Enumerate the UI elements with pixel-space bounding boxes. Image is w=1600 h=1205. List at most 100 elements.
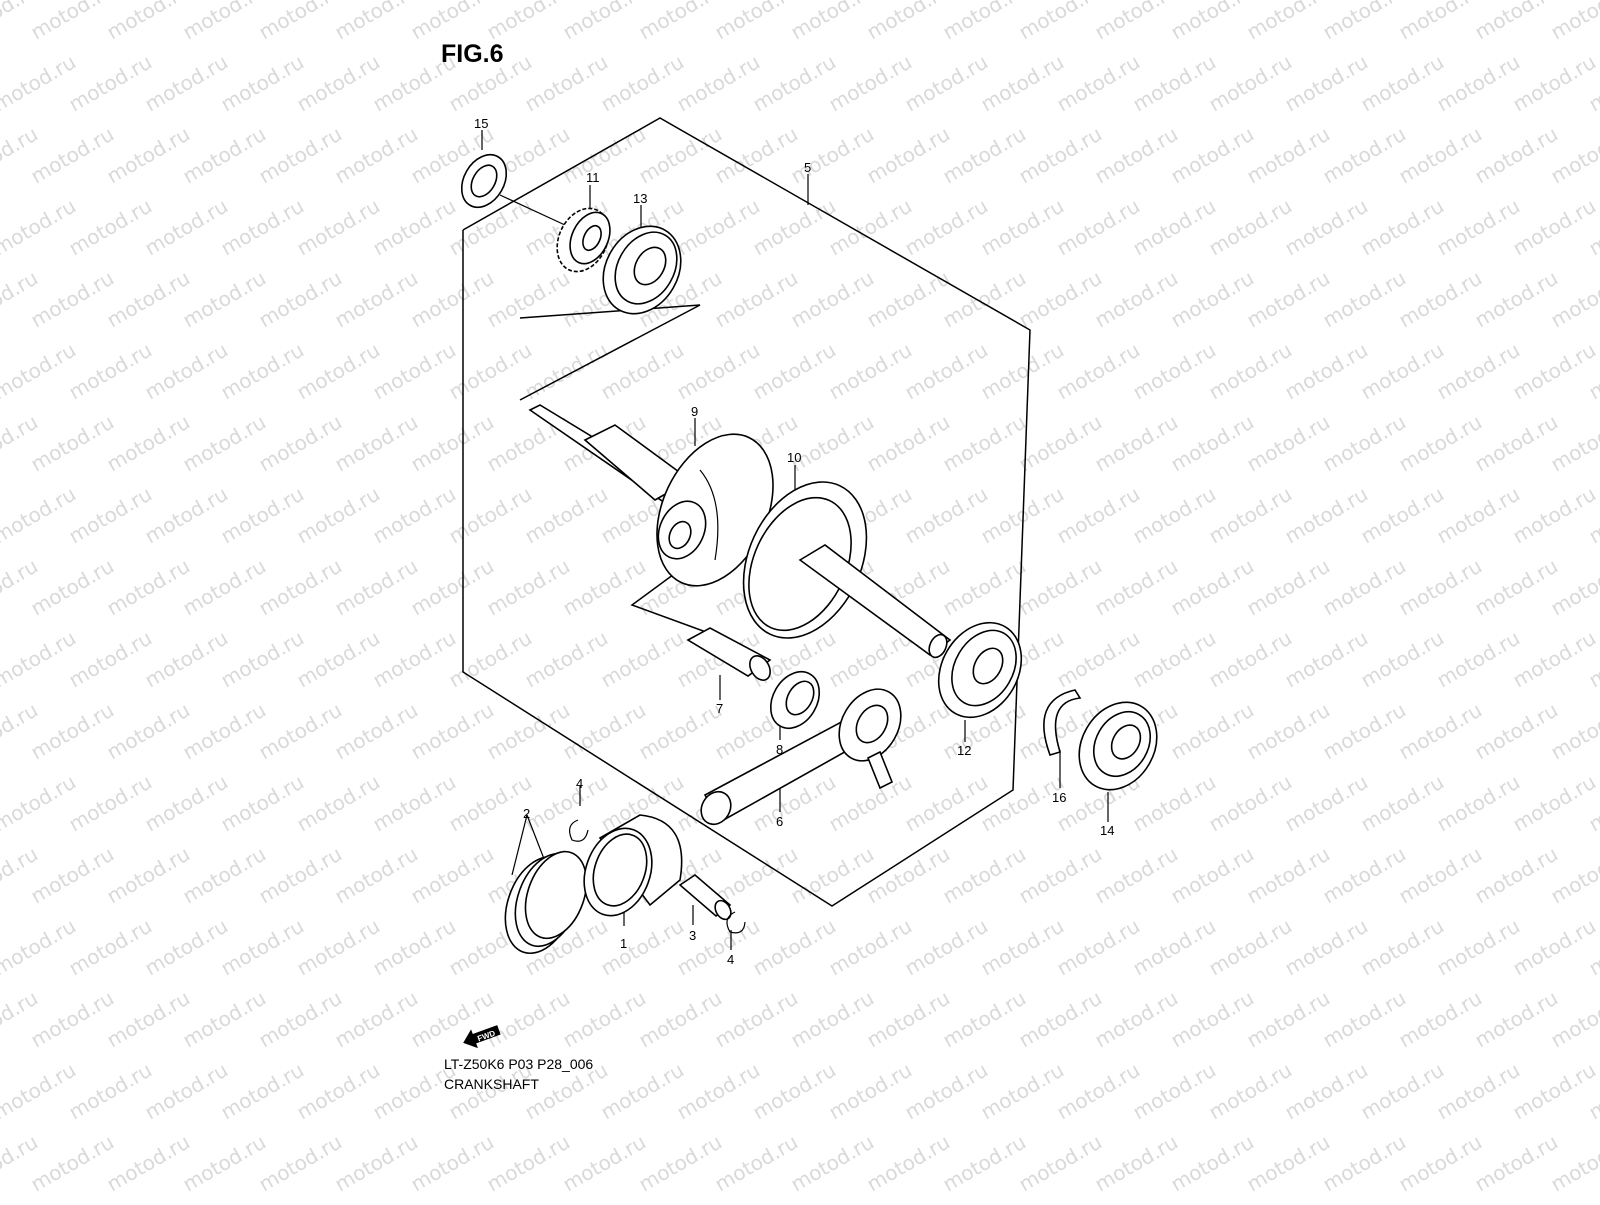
watermark-text: motod.ru <box>331 410 422 477</box>
watermark-text: motod.ru <box>1053 626 1144 693</box>
watermark-text: motod.ru <box>939 554 1030 621</box>
watermark-text: motod.ru <box>749 338 840 405</box>
watermark-text: motod.ru <box>483 554 574 621</box>
callout-15: 15 <box>474 116 488 131</box>
watermark-text: motod.ru <box>559 698 650 765</box>
watermark-text: motod.ru <box>1395 698 1486 765</box>
watermark-text: motod.ru <box>1243 554 1334 621</box>
callout-8: 8 <box>776 742 783 757</box>
watermark-text: motod.ru <box>749 914 840 981</box>
figure-title: FIG.6 <box>441 40 504 69</box>
watermark-text: motod.ru <box>1205 338 1296 405</box>
watermark-text: motod.ru <box>1357 338 1448 405</box>
watermark-text: motod.ru <box>255 410 346 477</box>
watermark-text: motod.ru <box>103 698 194 765</box>
watermark-text: motod.ru <box>179 554 270 621</box>
watermark-text: motod.ru <box>103 1130 194 1197</box>
watermark-text: motod.ru <box>1319 122 1410 189</box>
watermark-text: motod.ru <box>1509 914 1600 981</box>
watermark-text: motod.ru <box>407 410 498 477</box>
watermark-text: motod.ru <box>369 914 460 981</box>
circlip-4-upper <box>570 820 588 841</box>
watermark-text: motod.ru <box>787 842 878 909</box>
watermark-text: motod.ru <box>711 1130 802 1197</box>
watermark-text: motod.ru <box>939 1130 1030 1197</box>
callout-4-lower: 4 <box>727 952 734 967</box>
watermark-text: motod.ru <box>1281 338 1372 405</box>
watermark-text: motod.ru <box>179 410 270 477</box>
callout-14: 14 <box>1100 823 1114 838</box>
watermark-text: motod.ru <box>1509 50 1600 117</box>
watermark-text: motod.ru <box>331 266 422 333</box>
watermark-text: motod.ru <box>1091 122 1182 189</box>
watermark-text: motod.ru <box>1433 338 1524 405</box>
watermark-text: motod.ru <box>1167 410 1258 477</box>
watermark-text: motod.ru <box>1471 698 1562 765</box>
watermark-text: motod.ru <box>1319 554 1410 621</box>
watermark-text: motod.ru <box>27 410 118 477</box>
watermark-text: motod.ru <box>787 1130 878 1197</box>
watermark-text: motod.ru <box>559 554 650 621</box>
watermark-text: motod.ru <box>0 50 80 117</box>
watermark-text: motod.ru <box>65 914 156 981</box>
watermark-text: motod.ru <box>1471 266 1562 333</box>
watermark-text: motod.ru <box>1205 770 1296 837</box>
watermark-text: motod.ru <box>141 338 232 405</box>
watermark-text: motod.ru <box>331 554 422 621</box>
watermark-text: motod.ru <box>787 986 878 1053</box>
watermark-text: motod.ru <box>1205 914 1296 981</box>
watermark-text: motod.ru <box>1053 482 1144 549</box>
watermark-text: motod.ru <box>217 338 308 405</box>
watermark-text: motod.ru <box>217 194 308 261</box>
watermark-text: motod.ru <box>1015 122 1106 189</box>
watermark-text: motod.ru <box>901 50 992 117</box>
watermark-text: motod.ru <box>1357 194 1448 261</box>
watermark-text: motod.ru <box>1091 986 1182 1053</box>
watermark-text: motod.ru <box>179 842 270 909</box>
watermark-text: motod.ru <box>1015 554 1106 621</box>
watermark-text: motod.ru <box>711 842 802 909</box>
watermark-text: motod.ru <box>1471 410 1562 477</box>
watermark-text: motod.ru <box>1509 1058 1600 1125</box>
watermark-text: motod.ru <box>0 194 80 261</box>
watermark-text: motod.ru <box>65 626 156 693</box>
watermark-text: motod.ru <box>787 410 878 477</box>
watermark-text: motod.ru <box>293 338 384 405</box>
watermark-text: motod.ru <box>1015 410 1106 477</box>
watermark-text: motod.ru <box>293 482 384 549</box>
watermark-text: motod.ru <box>103 986 194 1053</box>
watermark-text: motod.ru <box>255 986 346 1053</box>
watermark-text: motod.ru <box>977 338 1068 405</box>
watermark-text: motod.ru <box>673 914 764 981</box>
watermark-text: motod.ru <box>65 50 156 117</box>
watermark-text: motod.ru <box>1243 122 1334 189</box>
watermark-text: motod.ru <box>1129 482 1220 549</box>
piston-1 <box>573 815 682 925</box>
watermark-text: motod.ru <box>445 338 536 405</box>
watermark-text: motod.ru <box>673 50 764 117</box>
watermark-text: motod.ru <box>1509 194 1600 261</box>
watermark-text: motod.ru <box>1243 842 1334 909</box>
watermark-text: motod.ru <box>1471 842 1562 909</box>
watermark-text: motod.ru <box>901 338 992 405</box>
watermark-text: motod.ru <box>597 626 688 693</box>
watermark-text: motod.ru <box>1357 626 1448 693</box>
watermark-text: motod.ru <box>293 1058 384 1125</box>
watermark-text: motod.ru <box>1433 194 1524 261</box>
watermark-text: motod.ru <box>1129 50 1220 117</box>
watermark-text: motod.ru <box>255 122 346 189</box>
watermark-text: motod.ru <box>1281 770 1372 837</box>
watermark-text: motod.ru <box>65 338 156 405</box>
watermark-text: motod.ru <box>0 914 80 981</box>
watermark-text: motod.ru <box>749 50 840 117</box>
watermark-text: motod.ru <box>1319 1130 1410 1197</box>
watermark-text: motod.ru <box>1015 1130 1106 1197</box>
watermark-text: motod.ru <box>1167 986 1258 1053</box>
watermark-text: motod.ru <box>1129 1058 1220 1125</box>
watermark-text: motod.ru <box>1471 122 1562 189</box>
watermark-text: motod.ru <box>1319 698 1410 765</box>
watermark-text: motod.ru <box>521 626 612 693</box>
watermark-text: motod.ru <box>977 1058 1068 1125</box>
diagram-name: CRANKSHAFT <box>444 1076 539 1092</box>
watermark-text: motod.ru <box>331 1130 422 1197</box>
